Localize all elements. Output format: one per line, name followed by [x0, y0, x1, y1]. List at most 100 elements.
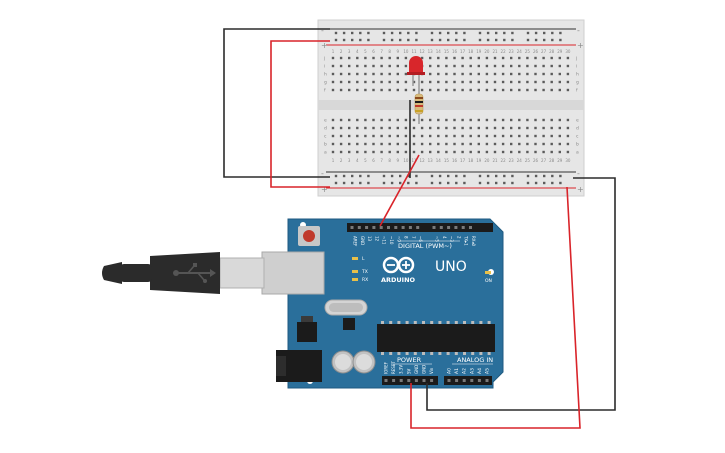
breadboard-hole[interactable] [372, 88, 375, 92]
breadboard-hole[interactable] [534, 80, 537, 84]
rail-hole[interactable] [551, 31, 554, 35]
breadboard-hole[interactable] [445, 126, 448, 130]
breadboard-hole[interactable] [453, 150, 456, 154]
breadboard-hole[interactable] [404, 64, 408, 68]
breadboard-hole[interactable] [445, 80, 448, 84]
breadboard-hole[interactable] [566, 150, 570, 154]
breadboard-hole[interactable] [348, 126, 351, 130]
breadboard-hole[interactable] [396, 80, 399, 84]
breadboard-hole[interactable] [380, 88, 383, 92]
breadboard-hole[interactable] [339, 64, 343, 68]
breadboard-hole[interactable] [558, 134, 561, 138]
rail-hole[interactable] [495, 38, 498, 42]
digital-pin-hole[interactable] [408, 226, 412, 229]
rail-hole[interactable] [359, 38, 362, 42]
rail-hole[interactable] [334, 38, 338, 42]
breadboard-hole[interactable] [356, 56, 359, 60]
breadboard-hole[interactable] [526, 126, 529, 130]
breadboard-hole[interactable] [526, 56, 529, 60]
rail-hole[interactable] [390, 181, 394, 185]
breadboard-hole[interactable] [388, 72, 391, 76]
breadboard-hole[interactable] [445, 64, 448, 68]
breadboard-hole[interactable] [501, 80, 505, 84]
breadboard-hole[interactable] [558, 72, 561, 76]
breadboard-hole[interactable] [396, 134, 399, 138]
breadboard-hole[interactable] [493, 134, 497, 138]
rail-hole[interactable] [351, 181, 354, 185]
breadboard-hole[interactable] [372, 56, 375, 60]
breadboard-hole[interactable] [550, 142, 553, 146]
breadboard-hole[interactable] [534, 118, 537, 122]
breadboard-hole[interactable] [469, 118, 472, 122]
breadboard-hole[interactable] [348, 72, 351, 76]
breadboard-hole[interactable] [526, 64, 529, 68]
breadboard-hole[interactable] [477, 56, 480, 60]
breadboard-hole[interactable] [388, 64, 391, 68]
breadboard-hole[interactable] [501, 142, 505, 146]
breadboard-hole[interactable] [534, 88, 537, 92]
rail-hole[interactable] [430, 181, 434, 185]
breadboard-hole[interactable] [445, 72, 448, 76]
rail-hole[interactable] [415, 174, 418, 178]
breadboard-hole[interactable] [558, 118, 561, 122]
breadboard-hole[interactable] [469, 72, 472, 76]
breadboard-hole[interactable] [477, 118, 480, 122]
breadboard-hole[interactable] [356, 134, 359, 138]
power-pin-hole[interactable] [422, 379, 426, 382]
breadboard-hole[interactable] [477, 142, 480, 146]
breadboard-hole[interactable] [518, 72, 521, 76]
breadboard-hole[interactable] [526, 142, 529, 146]
rail-hole[interactable] [543, 31, 546, 35]
breadboard-hole[interactable] [493, 72, 497, 76]
breadboard-hole[interactable] [388, 142, 391, 146]
breadboard-hole[interactable] [388, 118, 391, 122]
rail-hole[interactable] [478, 174, 482, 178]
rail-hole[interactable] [367, 31, 370, 35]
breadboard-hole[interactable] [388, 134, 391, 138]
breadboard-hole[interactable] [412, 88, 416, 92]
breadboard-hole[interactable] [437, 134, 440, 138]
breadboard-hole[interactable] [461, 72, 464, 76]
breadboard-hole[interactable] [388, 80, 391, 84]
breadboard-hole[interactable] [542, 118, 545, 122]
breadboard-hole[interactable] [485, 72, 489, 76]
rail-hole[interactable] [430, 174, 434, 178]
breadboard-hole[interactable] [445, 56, 448, 60]
wire-black-gnd[interactable] [426, 177, 616, 411]
rail-hole[interactable] [455, 38, 458, 42]
breadboard-hole[interactable] [380, 80, 383, 84]
breadboard-hole[interactable] [477, 134, 480, 138]
breadboard-hole[interactable] [558, 64, 561, 68]
breadboard-hole[interactable] [485, 64, 489, 68]
breadboard-hole[interactable] [396, 56, 399, 60]
breadboard-hole[interactable] [429, 150, 432, 154]
breadboard-hole[interactable] [510, 134, 513, 138]
breadboard-hole[interactable] [364, 142, 367, 146]
breadboard-hole[interactable] [339, 142, 343, 146]
breadboard-hole[interactable] [485, 88, 489, 92]
breadboard-hole[interactable] [558, 88, 561, 92]
rail-hole[interactable] [342, 181, 346, 185]
breadboard-hole[interactable] [429, 126, 432, 130]
breadboard-hole[interactable] [331, 118, 335, 122]
breadboard-hole[interactable] [501, 118, 505, 122]
breadboard-hole[interactable] [518, 142, 521, 146]
breadboard-hole[interactable] [550, 118, 553, 122]
breadboard-hole[interactable] [453, 88, 456, 92]
breadboard-hole[interactable] [356, 118, 359, 122]
rail-hole[interactable] [430, 31, 434, 35]
breadboard-hole[interactable] [429, 118, 432, 122]
breadboard-hole[interactable] [356, 72, 359, 76]
breadboard-hole[interactable] [331, 72, 335, 76]
breadboard-hole[interactable] [356, 88, 359, 92]
breadboard-hole[interactable] [372, 72, 375, 76]
digital-pin-hole[interactable] [394, 226, 398, 229]
breadboard-hole[interactable] [558, 126, 561, 130]
digital-pin-hole[interactable] [350, 226, 354, 229]
breadboard-hole[interactable] [404, 88, 408, 92]
breadboard-hole[interactable] [534, 126, 537, 130]
rail-hole[interactable] [526, 181, 530, 185]
breadboard-hole[interactable] [420, 80, 424, 84]
